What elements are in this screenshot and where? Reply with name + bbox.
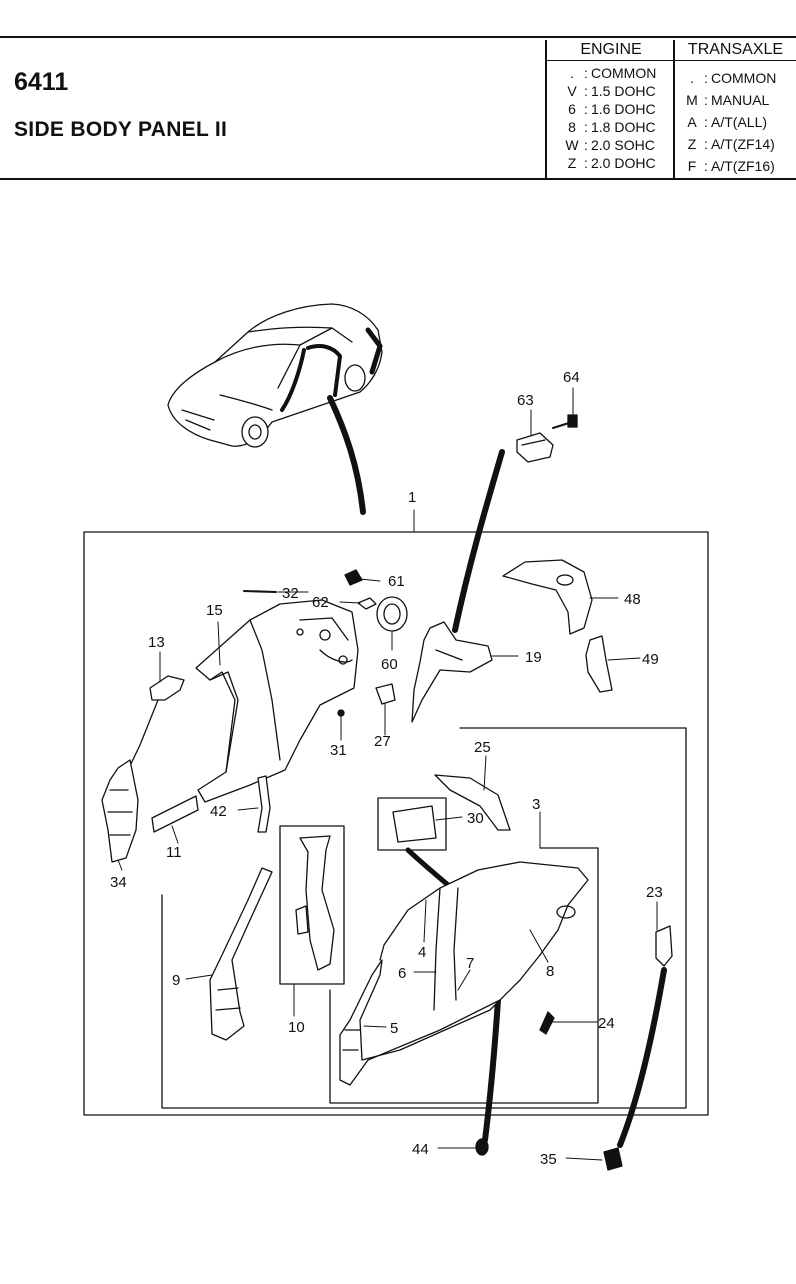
callout-60: 60: [381, 656, 398, 673]
callout-7: 7: [466, 955, 474, 972]
engine-heading: ENGINE: [547, 40, 675, 61]
leader-band-44: [482, 997, 501, 1143]
callout-1: 1: [408, 489, 416, 506]
transaxle-legend: TRANSAXLE .:COMMON M:MANUAL A:A/T(ALL) Z…: [673, 40, 796, 178]
callout-4: 4: [418, 944, 426, 961]
transaxle-heading: TRANSAXLE: [675, 40, 796, 61]
part-42-reinforcement: [257, 775, 271, 833]
engine-row: W:2.0 SOHC: [565, 137, 655, 153]
part-35-pad: [603, 1147, 623, 1171]
part-15-quarter-panel: [195, 599, 359, 803]
callout-15: 15: [206, 602, 223, 619]
page-code: 6411: [14, 68, 69, 96]
part-64-bolt: [552, 414, 578, 429]
transaxle-row: Z:A/T(ZF14): [687, 136, 775, 152]
transaxle-row: M:MANUAL: [686, 92, 770, 108]
engine-row: .:COMMON: [570, 65, 657, 81]
transaxle-row: A:A/T(ALL): [687, 114, 768, 130]
leader-band-car: [327, 395, 366, 515]
part-61-clip: [344, 569, 363, 586]
callout-31: 31: [330, 742, 347, 759]
callout-64: 64: [563, 369, 580, 386]
callout-10: 10: [288, 1019, 305, 1036]
callout-34: 34: [110, 874, 127, 891]
car-illustration: [167, 303, 383, 448]
callout-labels: 1 64 63 61 62 32 15 13 60 19 48 49 27 31…: [110, 369, 663, 1168]
callout-11: 11: [166, 844, 182, 861]
part-25-extension: [434, 774, 511, 831]
header-bottom-rule: [0, 178, 796, 180]
transaxle-row: .:COMMON: [690, 70, 777, 86]
callout-24: 24: [598, 1015, 615, 1032]
header-top-rule: [0, 36, 796, 38]
part-44-grommet: [475, 1138, 489, 1156]
main-assembly-frame: [83, 531, 709, 1116]
part-31-rivet: [337, 709, 345, 717]
callout-6: 6: [398, 965, 406, 982]
sub-assembly-frame: [161, 727, 687, 1109]
exploded-parts-diagram: 1 64 63 61 62 32 15 13 60 19 48 49 27 31…: [83, 303, 709, 1171]
engine-legend: ENGINE .:COMMON V:1.5 DOHC 6:1.6 DOHC 8:…: [545, 40, 675, 178]
part-48-inner-wheelhouse: [502, 559, 593, 635]
callout-44: 44: [412, 1141, 429, 1158]
callout-3: 3: [532, 796, 540, 813]
callout-30: 30: [467, 810, 484, 827]
part-62-clip: [357, 597, 377, 610]
part-9-pillar: [209, 867, 273, 1041]
callout-63: 63: [517, 392, 534, 409]
engine-row: 8:1.8 DOHC: [568, 119, 656, 135]
part-24-clip: [539, 1011, 555, 1035]
part-27-bracket: [375, 683, 396, 705]
callout-48: 48: [624, 591, 641, 608]
callout-19: 19: [525, 649, 542, 666]
callout-32: 32: [282, 585, 299, 602]
callout-9: 9: [172, 972, 180, 989]
callout-25: 25: [474, 739, 491, 756]
callout-42: 42: [210, 803, 227, 820]
engine-row: Z:2.0 DOHC: [567, 155, 656, 171]
callout-49: 49: [642, 651, 659, 668]
part-10-b-pillar: [295, 835, 335, 971]
engine-row: 6:1.6 DOHC: [568, 101, 656, 117]
part-30-panel: [392, 805, 437, 843]
transaxle-row: F:A/T(ZF16): [687, 158, 775, 174]
engine-row: V:1.5 DOHC: [567, 83, 656, 99]
callout-8: 8: [546, 963, 554, 980]
part-34-a-pillar: [101, 759, 139, 863]
part-23-bracket: [655, 925, 673, 967]
callout-23: 23: [646, 884, 663, 901]
part-63-bracket: [516, 432, 554, 463]
part-13-pillar: [127, 675, 185, 781]
inner-assembly-frame: [329, 847, 599, 1104]
part-60-ring: [376, 596, 408, 632]
side-outer-panel: [339, 861, 589, 1086]
part-10-frame: [279, 825, 345, 985]
leader-band-19: [452, 449, 505, 633]
page-title: SIDE BODY PANEL II: [14, 118, 228, 141]
callout-5: 5: [390, 1020, 398, 1037]
part-19-wheelhouse: [411, 621, 493, 723]
callout-13: 13: [148, 634, 165, 651]
part-30-frame: [377, 797, 447, 851]
callout-61: 61: [388, 573, 405, 590]
part-32-pin: [243, 590, 277, 593]
callout-27: 27: [374, 733, 391, 750]
leader-lines: [117, 387, 658, 1161]
callout-62: 62: [312, 594, 329, 611]
part-11-rocker: [151, 795, 199, 833]
leader-band-35: [617, 967, 667, 1148]
part-49-bracket: [585, 635, 613, 693]
callout-35: 35: [540, 1151, 557, 1168]
